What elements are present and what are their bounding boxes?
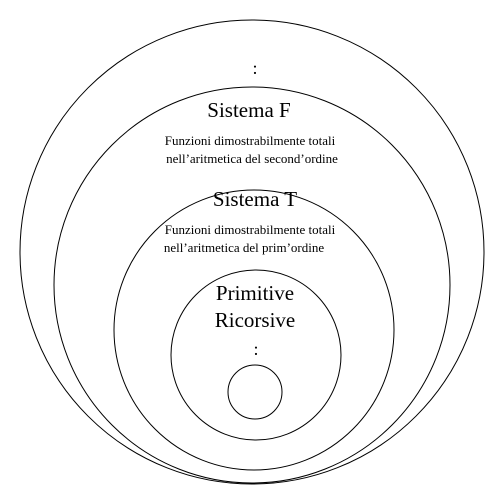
sistema-t-description-line2: nell’aritmetica del prim’ordine	[164, 240, 324, 255]
sistema-t-circle	[113, 189, 395, 471]
primitive-ricorsive-title-line2: Ricorsive	[215, 308, 295, 332]
outer-region-dots: :	[252, 58, 257, 78]
innermost-circle	[227, 364, 283, 420]
sistema-f-title: Sistema F	[207, 98, 290, 122]
sistema-f-circle	[53, 86, 451, 484]
sistema-t-description-line1: Funzioni dimostrabilmente totali	[165, 222, 336, 237]
sistema-t-title: Sistema T	[213, 187, 297, 211]
primitive-ricorsive-dots: :	[253, 339, 258, 359]
sistema-f-description-line1: Funzioni dimostrabilmente totali	[165, 133, 336, 148]
primitive-ricorsive-circle	[170, 269, 342, 441]
sistema-f-description-line2: nell’aritmetica del second’ordine	[166, 151, 338, 166]
outer-circle	[19, 19, 485, 485]
primitive-ricorsive-title-line1: Primitive	[216, 281, 294, 305]
